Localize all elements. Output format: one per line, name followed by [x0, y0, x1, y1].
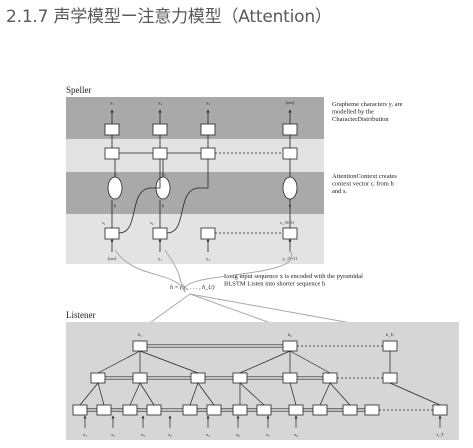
listener-up-link: [97, 350, 141, 374]
listener-bottom-box: [312, 404, 328, 416]
listener-input-label: x₇: [266, 432, 270, 437]
listener-panel: [66, 322, 459, 440]
context-label: c₂: [162, 171, 166, 176]
listener-input-label: x₂: [111, 432, 115, 437]
decoder-box: [104, 147, 120, 160]
page-title: 2.1.7 声学模型ー注意力模型（Attention）: [6, 7, 332, 27]
input-label: y₁: [158, 256, 162, 261]
decoder-box: [152, 147, 168, 160]
listener-mid-box: [322, 372, 338, 384]
listener-top-label: h_U: [386, 332, 395, 337]
state-box: [200, 227, 216, 240]
state-box: [152, 227, 168, 240]
listener-mid-box: [232, 372, 248, 384]
listener-bottom-box: [146, 404, 162, 416]
h-label: h: [114, 203, 117, 208]
listener-bottom-box: [364, 404, 380, 416]
listener-top-box: [132, 340, 148, 352]
output-label: ⟨eos⟩: [285, 100, 295, 105]
annotation-attention: AttentionContext creates context vector …: [332, 173, 398, 195]
listener-pyramid: h₁ h₂ h_U x₁ x₂ x₃ x₄ x₅ x₆ x₇ x₈ x_T: [72, 332, 448, 437]
h-curve: [114, 249, 186, 293]
state-curve: [118, 159, 161, 234]
char-distribution-box: [200, 123, 216, 136]
listener-input-label: x₆: [236, 432, 240, 437]
listener-up-link: [129, 382, 141, 406]
listener-input-label: x₈: [294, 432, 298, 437]
listener-up-link: [197, 382, 215, 406]
listener-up-link: [97, 382, 105, 406]
listener-top-box: [282, 340, 298, 352]
input-label: ⟨sos⟩: [107, 256, 117, 261]
h-definition: h = (h₁, . . . , h_U): [170, 284, 214, 291]
listener-mid-box: [90, 372, 106, 384]
listener-up-link: [289, 350, 331, 374]
listener-up-link: [239, 382, 265, 406]
listener-top-box: [382, 340, 398, 352]
listener-bottom-box: [232, 404, 248, 416]
listener-mid-box: [190, 372, 206, 384]
char-distribution-box: [152, 123, 168, 136]
char-distribution-box: [282, 123, 298, 136]
decoder-box: [282, 147, 298, 160]
state-label: s₂: [150, 220, 154, 225]
listener-bottom-box: [342, 404, 358, 416]
output-label: y₂: [158, 100, 162, 105]
listener-up-link: [389, 382, 441, 406]
listener-mid-box: [382, 372, 398, 384]
listener-bottom-box: [288, 404, 304, 416]
input-label: y₂: [206, 256, 210, 261]
state-label: s_{S-1}: [280, 220, 295, 225]
state-curve: [166, 159, 209, 234]
annotation-listener: Long input sequence x is encoded with th…: [224, 273, 365, 288]
char-distribution-box: [104, 123, 120, 136]
annotation-grapheme: Grapheme characters yᵢ are modelled by t…: [332, 101, 404, 123]
attention-context: [282, 176, 298, 200]
h-curve: [184, 249, 293, 293]
listener-up-link: [189, 382, 199, 406]
listener-title: Listener: [66, 310, 96, 320]
listener-up-link: [329, 382, 351, 406]
listener-bottom-box: [182, 404, 198, 416]
listener-up-link: [239, 350, 291, 374]
speller-columns: y₁⟨sos⟩y₂y₁y₃y₂⟨eos⟩y_{S-1}hc₁hc₂hs₁s₂s_…: [102, 100, 298, 261]
attention-context: [107, 176, 123, 200]
listener-up-link: [139, 382, 155, 406]
state-label: s₁: [102, 220, 106, 225]
listener-top-label: h₂: [288, 332, 292, 337]
context-label: c₁: [114, 171, 118, 176]
listener-mid-box: [132, 372, 148, 384]
listener-input-label: x₄: [168, 432, 172, 437]
listener-bottom-box: [432, 404, 448, 416]
input-label: y_{S-1}: [282, 256, 297, 261]
decoder-box: [200, 147, 216, 160]
h-label: h: [162, 203, 165, 208]
output-label: y₃: [206, 100, 210, 105]
listener-top-label: h₁: [138, 332, 142, 337]
listener-bottom-box: [122, 404, 138, 416]
listener-input-label: x₅: [206, 432, 210, 437]
listener-input-label: x₁: [83, 432, 87, 437]
listener-up-link: [79, 382, 99, 406]
h-curve: [164, 249, 186, 293]
listener-up-link: [139, 350, 199, 374]
listener-bottom-box: [206, 404, 222, 416]
output-label: y₁: [110, 100, 114, 105]
listener-input-label: x_T: [436, 432, 444, 437]
listener-mid-box: [282, 372, 298, 384]
state-box: [282, 227, 298, 240]
listener-bottom-box: [72, 404, 88, 416]
listener-bottom-box: [96, 404, 112, 416]
listener-up-link: [289, 382, 297, 406]
state-box: [104, 227, 120, 240]
listener-up-link: [319, 382, 331, 406]
listener-bottom-box: [256, 404, 272, 416]
speller-title: Speller: [66, 85, 92, 95]
listener-input-label: x₃: [141, 432, 145, 437]
